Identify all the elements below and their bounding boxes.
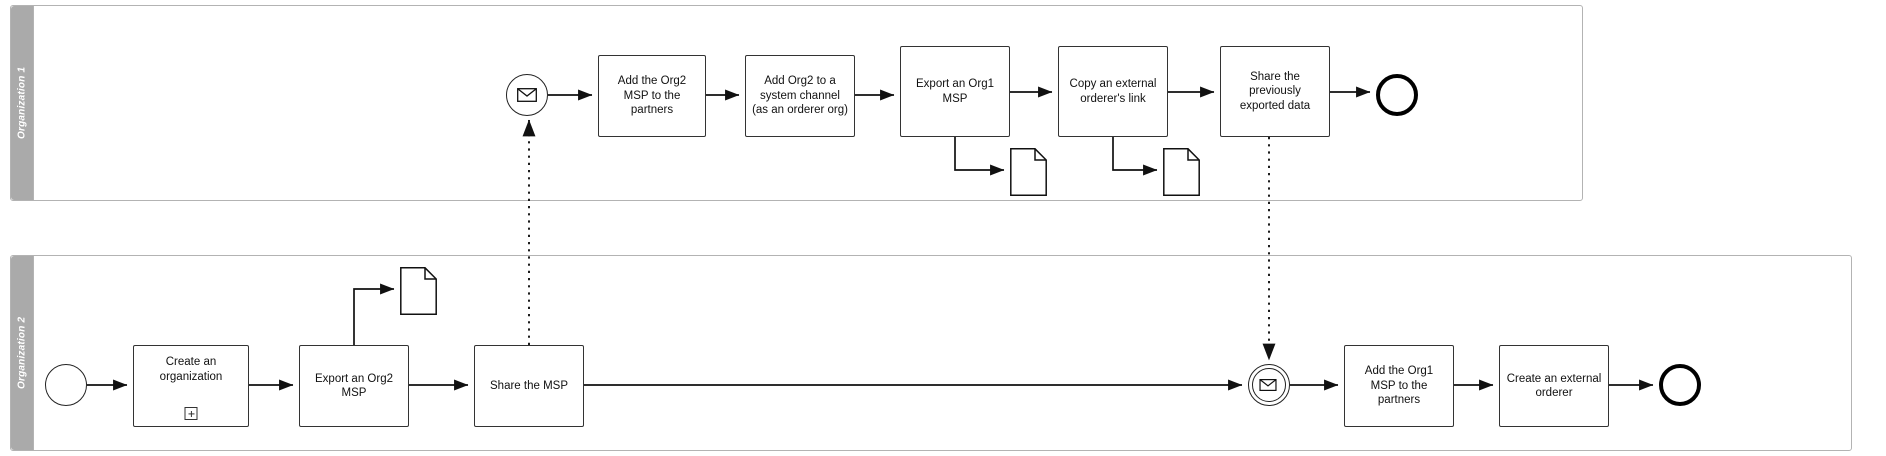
task-label: Export an Org1 MSP <box>916 78 994 105</box>
task-label: Add the Org1 MSP to the partners <box>1364 365 1434 407</box>
task-label: Share the previously exported data <box>1239 70 1311 112</box>
end-event-org1[interactable] <box>1376 74 1418 116</box>
task-add-the-org2-msp-to-the-partners[interactable]: Add the Org2 MSP to the partners <box>598 55 706 137</box>
task-label: Create an external orderer <box>1506 372 1602 400</box>
task-label: Share the MSP <box>490 379 568 392</box>
task-label: Copy an external orderer's link <box>1069 78 1157 105</box>
task-label: Create an organization <box>159 356 223 383</box>
task-add-the-org1-msp-to-the-partners[interactable]: Add the Org1 MSP to the partners <box>1344 345 1454 427</box>
sub-process-plus-marker-icon <box>184 407 198 420</box>
message-start-event-org1[interactable] <box>506 74 548 116</box>
task-label: Add the Org2 MSP to the partners <box>617 75 687 117</box>
data-object-org2-msp[interactable] <box>400 267 437 315</box>
intermediate-message-catch-event-org2[interactable] <box>1248 364 1290 406</box>
task-export-an-org1-msp[interactable]: Export an Org1 MSP <box>900 46 1010 137</box>
envelope-icon <box>1259 378 1279 392</box>
end-event-org2[interactable] <box>1659 364 1701 406</box>
pool-organization-1-label: Organization 1 <box>16 66 28 140</box>
start-event-org2[interactable] <box>45 364 87 406</box>
task-copy-an-external-orderers-link[interactable]: Copy an external orderer's link <box>1058 46 1168 137</box>
pool-organization-2-header <box>11 256 34 450</box>
task-label: Add Org2 to a system channel (as an orde… <box>752 75 848 117</box>
pool-organization-2-label: Organization 2 <box>16 316 28 390</box>
task-export-an-org2-msp[interactable]: Export an Org2 MSP <box>299 345 409 427</box>
data-object-orderer-link[interactable] <box>1163 148 1200 196</box>
task-create-an-organization[interactable]: Create an organization <box>133 345 249 427</box>
task-create-an-external-orderer[interactable]: Create an external orderer <box>1499 345 1609 427</box>
task-share-the-previously-exported-data[interactable]: Share the previously exported data <box>1220 46 1330 137</box>
task-label: Export an Org2 MSP <box>315 372 393 400</box>
task-share-the-msp[interactable]: Share the MSP <box>474 345 584 427</box>
task-add-org2-to-a-system-channel[interactable]: Add Org2 to a system channel (as an orde… <box>745 55 855 137</box>
envelope-icon <box>517 88 537 102</box>
pool-organization-1-header <box>11 6 34 200</box>
inner-ring <box>1252 368 1286 402</box>
data-object-org1-msp[interactable] <box>1010 148 1047 196</box>
